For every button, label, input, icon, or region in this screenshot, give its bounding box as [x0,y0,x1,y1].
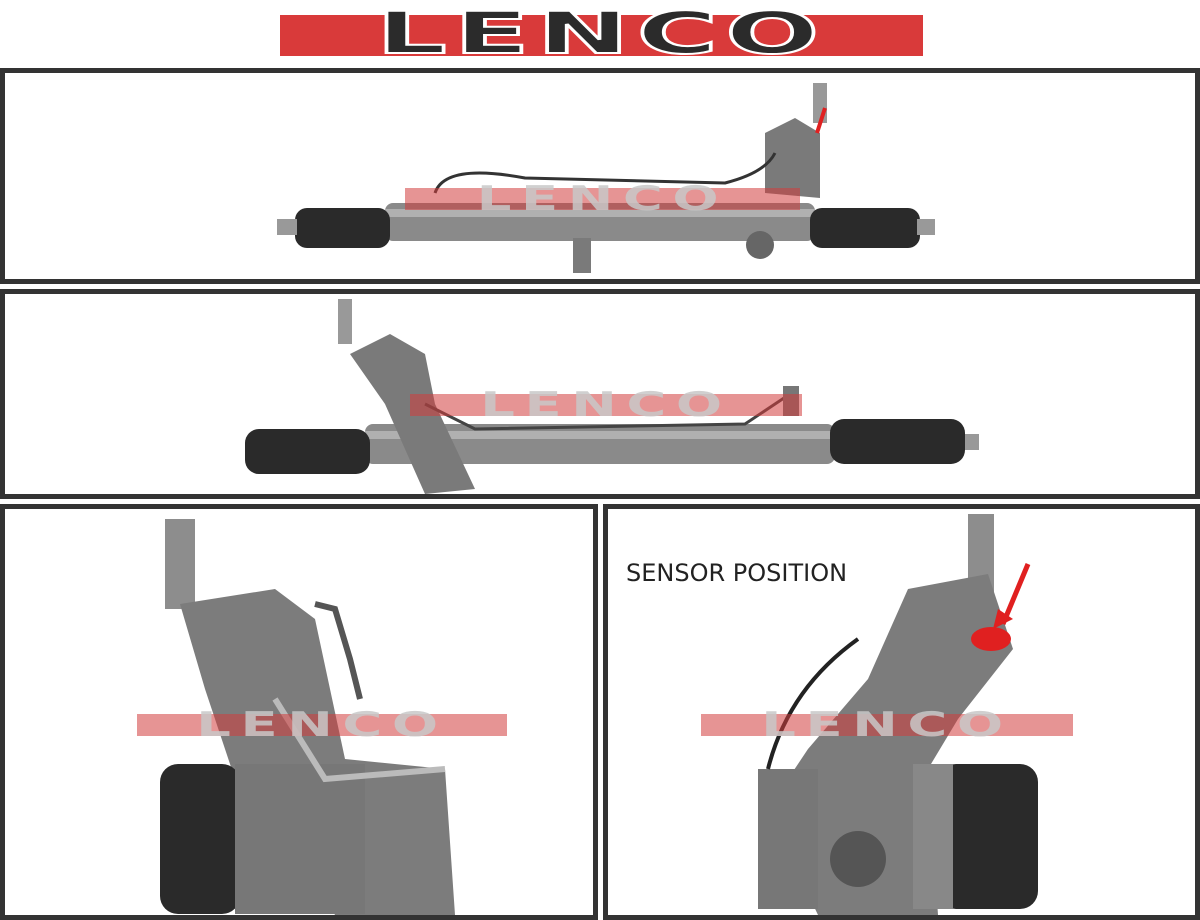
steering-rack-image [277,83,935,273]
watermark: LENCO [410,385,802,425]
product-photo-sensor-detail: SENSOR POSITION LENCO [603,504,1200,920]
watermark: LENCO [137,705,507,745]
product-photo-pinion-detail: LENCO [0,504,598,920]
sensor-position-caption: SENSOR POSITION [626,559,848,587]
logo-text: LENCO [374,0,827,68]
product-photo-rear: LENCO [0,289,1200,499]
product-photo-front: LENCO [0,68,1200,284]
watermark: LENCO [701,705,1073,745]
steering-rack-image [758,514,1038,915]
lenco-logo: LENCO [280,0,923,68]
steering-rack-image [160,519,455,915]
watermark: LENCO [405,179,800,219]
